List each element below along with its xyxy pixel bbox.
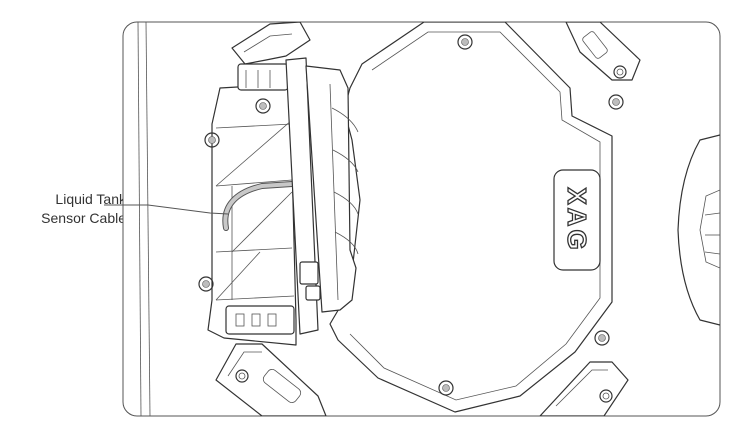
cover-plate <box>329 22 613 413</box>
callout-leader-line <box>104 204 229 215</box>
screw-right-lower <box>594 330 610 346</box>
xag-logo-plate: XAG <box>553 169 601 271</box>
top-left-bracket <box>231 22 311 65</box>
callout-label-line-2: Sensor Cable <box>41 210 126 226</box>
screw-box-left-upper <box>204 132 220 148</box>
callout-label-line-1: Liquid Tank <box>55 191 126 207</box>
screw-box-left-lower <box>198 276 214 292</box>
frame-rails <box>137 22 151 416</box>
screw-top-cover <box>457 34 473 50</box>
screw-bottom-cover <box>438 380 454 396</box>
screw-right-upper <box>608 94 624 110</box>
bottom-left-bracket <box>215 343 327 416</box>
mounting-screws <box>198 34 624 396</box>
clamp-rail <box>285 57 359 335</box>
bottom-right-bracket <box>539 361 629 416</box>
right-arm-housing <box>677 134 720 326</box>
xag-logo-text: XAG <box>562 187 592 252</box>
sensor-module-box <box>207 63 297 346</box>
screw-box-top <box>255 98 271 114</box>
top-right-bracket <box>565 22 641 81</box>
